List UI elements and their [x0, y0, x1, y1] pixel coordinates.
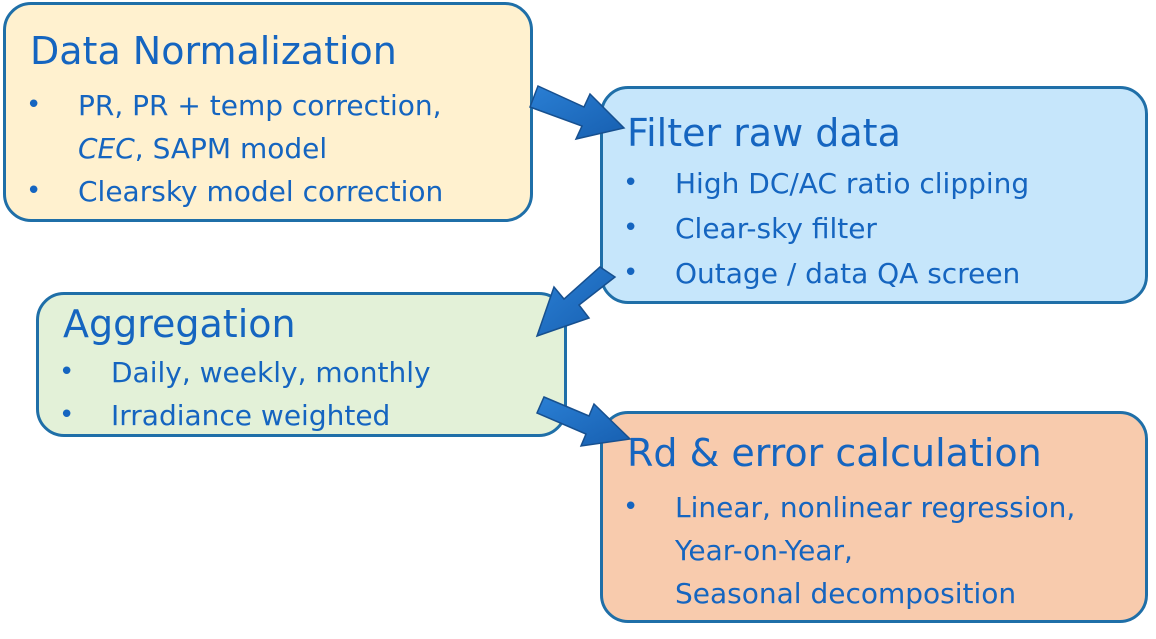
list-item-continuation: Seasonal decomposition: [675, 577, 1017, 610]
bullet: •: [59, 400, 75, 430]
list-item-text: Clearsky model correction: [78, 175, 444, 208]
list-item-text: Irradiance weighted: [111, 399, 391, 432]
list-item: • Outage / data QA screen: [623, 251, 1029, 296]
data-normalization-list: • PR, PR + temp correction, CEC, SAPM mo…: [26, 84, 443, 213]
list-item-text: High DC/AC ratio clipping: [675, 167, 1030, 200]
cec-text: CEC: [78, 132, 135, 165]
list-item: • Irradiance weighted: [59, 394, 431, 437]
list-item: • High DC/AC ratio clipping: [623, 161, 1029, 206]
bullet: •: [623, 213, 639, 243]
rd-error-calculation-list: • Linear, nonlinear regression, Year-on-…: [623, 486, 1075, 615]
bullet: •: [26, 90, 42, 120]
list-item-continuation: Year-on-Year,: [675, 534, 853, 567]
list-item: • Clear-sky filter: [623, 206, 1029, 251]
list-item-continuation: CEC, SAPM model: [78, 127, 443, 170]
list-item-text: PR, PR + temp correction,: [78, 89, 442, 122]
aggregation-list: • Daily, weekly, monthly • Irradiance we…: [59, 351, 431, 437]
data-normalization-title: Data Normalization: [30, 29, 397, 73]
bullet: •: [623, 492, 639, 522]
list-item-text: Daily, weekly, monthly: [111, 356, 431, 389]
bullet: •: [59, 357, 75, 387]
list-item: • Clearsky model correction: [26, 170, 443, 213]
filter-raw-data-list: • High DC/AC ratio clipping • Clear-sky …: [623, 161, 1029, 296]
filter-raw-data-title: Filter raw data: [627, 111, 901, 155]
aggregation-box: Aggregation • Daily, weekly, monthly • I…: [36, 292, 567, 437]
aggregation-title: Aggregation: [63, 302, 296, 346]
list-item: • PR, PR + temp correction, CEC, SAPM mo…: [26, 84, 443, 170]
list-item: • Linear, nonlinear regression, Year-on-…: [623, 486, 1075, 615]
bullet: •: [623, 258, 639, 288]
sapm-text: , SAPM model: [134, 132, 328, 165]
list-item-text: Clear-sky filter: [675, 212, 877, 245]
list-item-text: Linear, nonlinear regression,: [675, 491, 1076, 524]
bullet: •: [26, 176, 42, 206]
filter-raw-data-box: Filter raw data • High DC/AC ratio clipp…: [600, 86, 1148, 304]
list-item-text: Outage / data QA screen: [675, 257, 1021, 290]
rd-error-calculation-title: Rd & error calculation: [627, 431, 1042, 475]
bullet: •: [623, 168, 639, 198]
data-normalization-box: Data Normalization • PR, PR + temp corre…: [3, 2, 533, 222]
list-item: • Daily, weekly, monthly: [59, 351, 431, 394]
rd-error-calculation-box: Rd & error calculation • Linear, nonline…: [600, 411, 1148, 623]
